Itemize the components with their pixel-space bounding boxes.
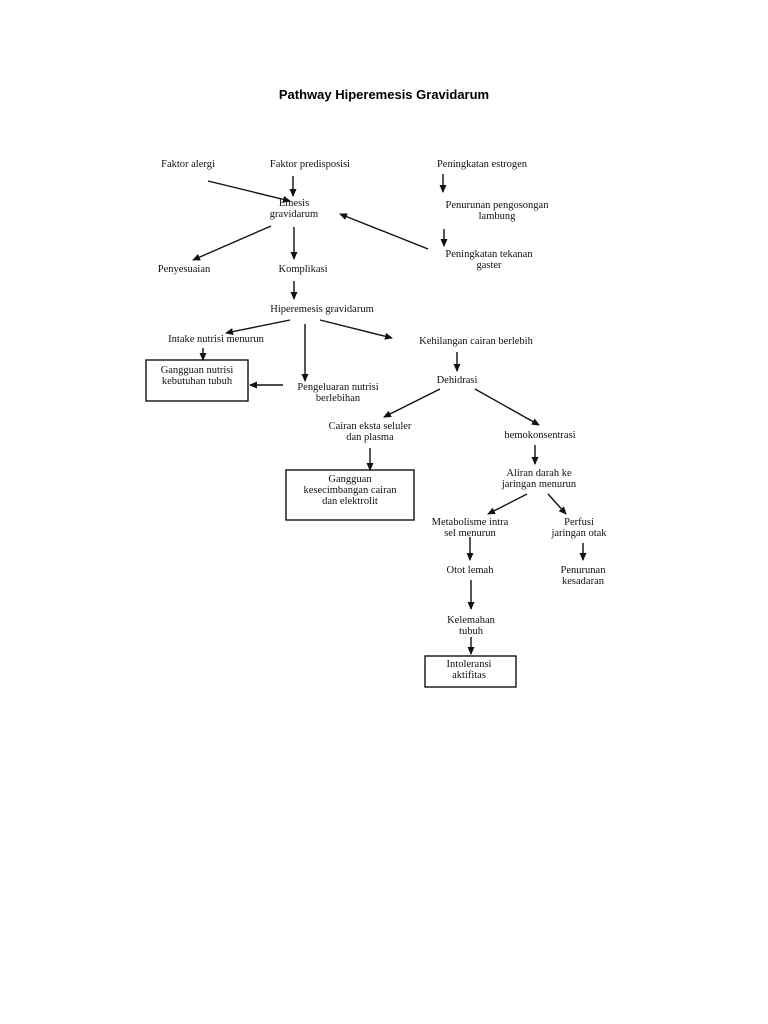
node-peningkatan-estrogen: Peningkatan estrogen [437,159,528,170]
node-line: Komplikasi [279,264,328,275]
arrow-1 [207,180,291,203]
node-line: hemokonsentrasi [504,430,575,441]
arrow-19 [487,493,528,515]
box-intoleransi [424,655,517,688]
arrow-9 [225,319,291,336]
node-line: Pengeluaran nutrisi [297,382,378,393]
node-line: jaringan otak [550,528,607,539]
node-line: Perfusi [564,517,594,528]
node-line: kesecimbangan cairan [304,485,398,496]
node-line: berlebihan [316,393,361,404]
node-line: tubuh [459,626,484,637]
node-line: Peningkatan estrogen [437,159,528,170]
arrow-10 [319,319,393,340]
node-line: sel menurun [444,528,496,539]
node-line: Kehilangan cairan berlebih [419,336,533,347]
node-faktor-predisposisi: Faktor predisposisi [270,159,350,170]
node-line: Dehidrasi [437,375,478,386]
node-line: Intake nutrisi menurun [168,334,264,345]
node-kehilangan: Kehilangan cairan berlebih [419,336,533,347]
node-line: gravidarum [270,209,318,220]
node-line: lambung [479,211,516,222]
box-gangguan-nutrisi [145,359,249,402]
arrow-6 [192,225,272,261]
node-line: Kelemahan [447,615,496,626]
node-line: Aliran darah ke [506,468,572,479]
node-penyesuaian: Penyesuaian [158,264,211,275]
node-line: Penyesuaian [158,264,211,275]
node-line: Gangguan nutrisi [161,365,234,376]
node-hemokonsentrasi: hemokonsentrasi [504,430,575,441]
node-line: kesadaran [562,576,605,587]
node-line: aktifitas [452,670,486,681]
node-line: jaringan menurun [501,479,577,490]
node-otot-lemah: Otot lemah [447,565,495,576]
node-line: Penurunan [561,565,607,576]
node-line: Hiperemesis gravidarum [270,304,374,315]
arrow-16 [474,388,540,426]
node-line: Emesis [279,198,309,209]
node-line: Faktor alergi [161,159,215,170]
arrow-3 [339,213,429,250]
node-line: gaster [476,260,502,271]
node-line: kebutuhan tubuh [162,376,233,387]
box-gangguan-cairan [285,469,415,521]
node-line: Peningkatan tekanan [445,249,533,260]
node-line: dan elektrolit [322,496,378,507]
node-line: Gangguan [328,474,372,485]
node-line: dan plasma [346,432,394,443]
node-line: Otot lemah [447,565,495,576]
node-line: Penurunan pengosongan [446,200,550,211]
node-dehidrasi: Dehidrasi [437,375,478,386]
node-hiperemesis: Hiperemesis gravidarum [270,304,374,315]
node-line: Faktor predisposisi [270,159,350,170]
node-intake: Intake nutrisi menurun [168,334,264,345]
boxes-layer [145,359,517,688]
node-faktor-alergi: Faktor alergi [161,159,215,170]
node-komplikasi: Komplikasi [279,264,328,275]
page-title: Pathway Hiperemesis Gravidarum [278,87,490,102]
arrow-15 [383,388,441,418]
edges-layer [192,174,587,655]
node-line: Metabolisme intra [432,517,509,528]
node-line: Cairan eksta seluler [329,421,412,432]
node-line: Intoleransi [447,659,492,670]
arrow-20 [547,493,567,515]
